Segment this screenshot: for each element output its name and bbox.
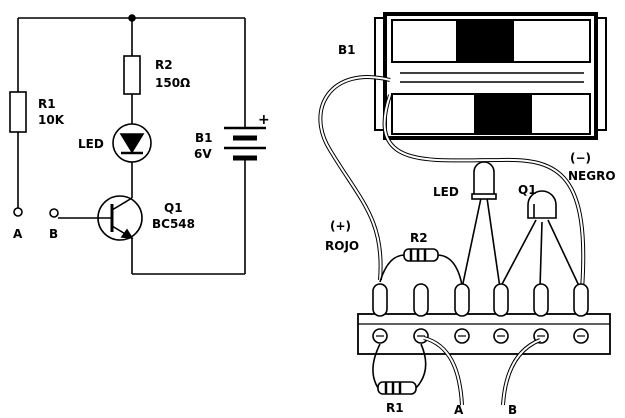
assembly-q1-label: Q1 [518, 183, 537, 197]
assembly-r2-label: R2 [410, 231, 428, 245]
terminal-b-label: B [49, 227, 58, 241]
r1-body [377, 381, 417, 395]
led-dome [473, 161, 495, 199]
wire-a-core [423, 337, 463, 406]
battery-top-band [456, 21, 514, 61]
negative-sign-label: (−) [570, 151, 591, 165]
battery-cell-bottom [391, 93, 591, 135]
r2-resistor-symbol [123, 55, 141, 95]
r2-component [379, 248, 463, 286]
r1-component [372, 343, 427, 395]
led-diode-triangle [119, 133, 145, 154]
assembly-led-label: LED [433, 185, 459, 199]
r1-lead-right [415, 343, 427, 389]
terminal-a-label: A [13, 227, 23, 241]
lug-6 [573, 283, 589, 317]
negative-color-label: NEGRO [568, 169, 616, 183]
battery-holder-body [383, 12, 598, 140]
q1-body [527, 190, 557, 219]
q1-emitter-arrow [120, 228, 134, 239]
q1-part-label: BC548 [152, 217, 195, 231]
r2-value-label: 150Ω [155, 76, 190, 90]
battery-name-label: B1 [195, 131, 213, 145]
terminal-a-dot [13, 207, 23, 217]
terminal-strip-body [357, 313, 611, 355]
assembly-r1-label: R1 [386, 401, 404, 415]
r1-name-label: R1 [38, 97, 56, 111]
lug-2 [413, 283, 429, 317]
lug-5 [533, 283, 549, 317]
q1-lead-right [547, 219, 581, 289]
r1-resistor-symbol [9, 91, 27, 133]
lug-1 [372, 283, 388, 317]
led-label: LED [78, 137, 104, 151]
black-lead-wire-core [383, 94, 585, 291]
battery-value-label: 6V [194, 147, 212, 161]
r1-lead-left [372, 343, 381, 389]
r2-name-label: R2 [155, 58, 173, 72]
r1-value-label: 10K [38, 113, 65, 127]
assembly-wire-a-label: A [454, 403, 464, 417]
led-flange [471, 193, 497, 200]
positive-sign-label: (+) [330, 219, 351, 233]
battery-plus-label: + [258, 112, 270, 128]
battery-holder [374, 12, 607, 140]
led-lead-left [461, 197, 482, 289]
q1-lead-left [499, 219, 537, 289]
led-component [461, 161, 501, 289]
q1-collector-line [111, 197, 133, 211]
battery-leads [318, 75, 586, 291]
q1-name-label: Q1 [164, 201, 183, 215]
wire-b-core [502, 339, 541, 406]
terminal-b-dot [49, 208, 59, 218]
terminal-lugs [372, 283, 589, 344]
positive-color-label: ROJO [325, 239, 359, 253]
r2-lead-left [379, 254, 406, 283]
battery-cell-top [391, 19, 591, 63]
battery-bottom-band [474, 95, 532, 133]
red-lead-wire-core [319, 76, 391, 281]
schematic [9, 14, 266, 275]
lug-4 [493, 283, 509, 317]
q1-lead-middle [539, 221, 543, 289]
assembly-wire-b-label: B [508, 403, 517, 417]
lug-3 [454, 283, 470, 317]
led-lead-right [486, 197, 501, 289]
terminal-strip [357, 313, 611, 355]
assembly-battery-label: B1 [338, 43, 356, 57]
transistor-component [499, 190, 581, 289]
r2-body [403, 248, 439, 262]
r2-lead-right [436, 254, 463, 286]
